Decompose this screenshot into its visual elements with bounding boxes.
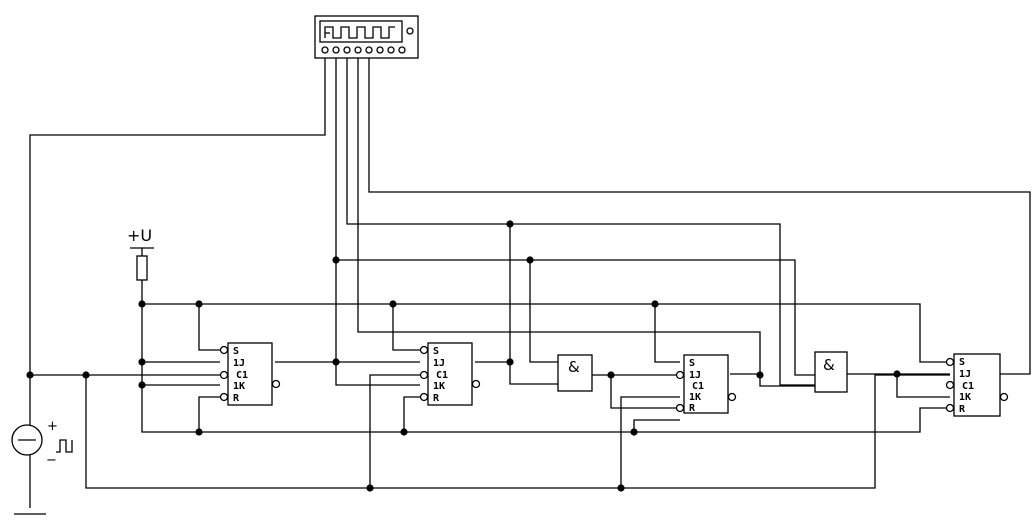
- ff1-pin-c1: C1: [236, 370, 248, 381]
- jk-flipflop-2[interactable]: S 1J C1 1K R: [419, 342, 481, 406]
- ff3-pin-s: S: [689, 358, 695, 369]
- ff2-pin-1k: 1K: [433, 381, 445, 392]
- ff3-pin-1k: 1K: [689, 392, 701, 403]
- jk-flipflop-3[interactable]: S 1J C1 1K R: [675, 354, 737, 414]
- gate1-label: &: [568, 358, 580, 376]
- gate2-label: &: [823, 356, 835, 374]
- ff4-pin-s: S: [959, 357, 965, 368]
- supply-label: +U: [127, 226, 152, 245]
- logic-analyzer[interactable]: [314, 15, 419, 59]
- ff2-pin-s: S: [433, 346, 439, 357]
- junctions: [26, 220, 901, 492]
- resistor[interactable]: [136, 255, 148, 281]
- ff1-pin-s: S: [233, 346, 239, 357]
- ff4-pin-c1: C1: [962, 381, 974, 392]
- ff1-pin-1k: 1K: [233, 381, 245, 392]
- ff3-pin-1j: 1J: [689, 370, 701, 381]
- ff4-pin-1k: 1K: [959, 392, 971, 403]
- ff1-pin-r: R: [233, 393, 240, 404]
- ff1-pin-1j: 1J: [233, 358, 245, 369]
- ff2-pin-c1: C1: [436, 370, 448, 381]
- ff3-pin-r: R: [689, 403, 696, 414]
- ff3-pin-c1: C1: [692, 381, 704, 392]
- jk-flipflop-1[interactable]: S 1J C1 1K R: [219, 342, 281, 406]
- source-minus-label: −: [46, 453, 57, 468]
- ff2-pin-r: R: [433, 393, 440, 404]
- clock-source[interactable]: + −: [11, 419, 73, 515]
- ff2-pin-1j: 1J: [433, 358, 445, 369]
- wires: [29, 58, 1031, 508]
- source-plus-label: +: [47, 419, 58, 434]
- and-gate-1[interactable]: &: [557, 354, 593, 392]
- jk-flipflop-4[interactable]: S 1J C1 1K R: [945, 353, 1009, 417]
- ff4-pin-1j: 1J: [959, 369, 971, 380]
- and-gate-2[interactable]: &: [814, 351, 848, 393]
- ff4-pin-r: R: [959, 404, 966, 415]
- supply-terminal[interactable]: +U: [127, 226, 154, 281]
